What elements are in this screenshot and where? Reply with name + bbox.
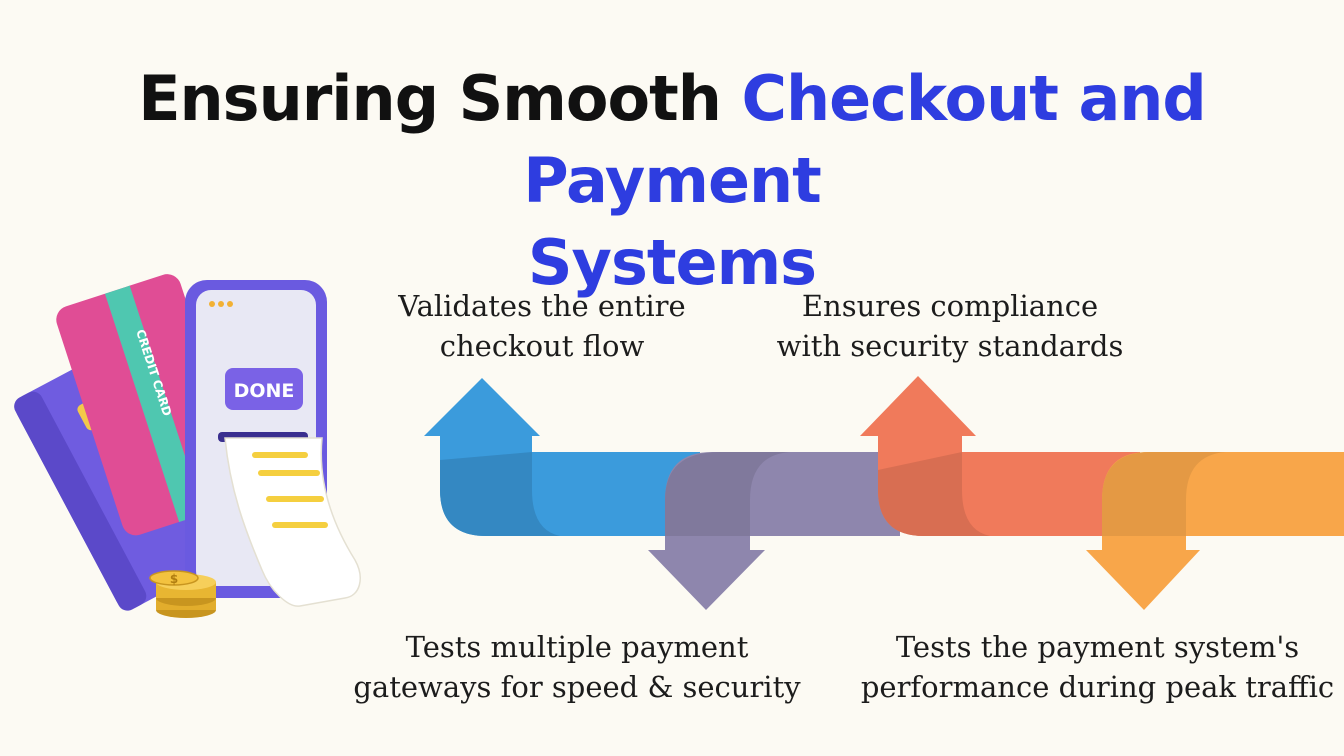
title-part-2: Checkout and Payment	[523, 62, 1207, 217]
payment-illustration: CREDIT CARD DONE $	[14, 274, 361, 618]
coins-icon: $	[149, 570, 216, 618]
step-2-arrow-fold	[665, 452, 790, 536]
arrow-layer	[424, 376, 1344, 610]
step-4-arrow-fold	[1102, 452, 1226, 536]
step-3-arrow-fold	[878, 452, 990, 536]
title-part-1: Ensuring Smooth	[138, 62, 722, 135]
receipt-icon	[224, 437, 361, 607]
svg-text:$: $	[170, 572, 178, 586]
page-title: Ensuring Smooth Checkout and Payment Sys…	[0, 58, 1344, 304]
done-label: DONE	[234, 380, 295, 402]
step-1-arrow-fold	[440, 452, 560, 536]
title-part-3: Systems	[527, 226, 817, 299]
